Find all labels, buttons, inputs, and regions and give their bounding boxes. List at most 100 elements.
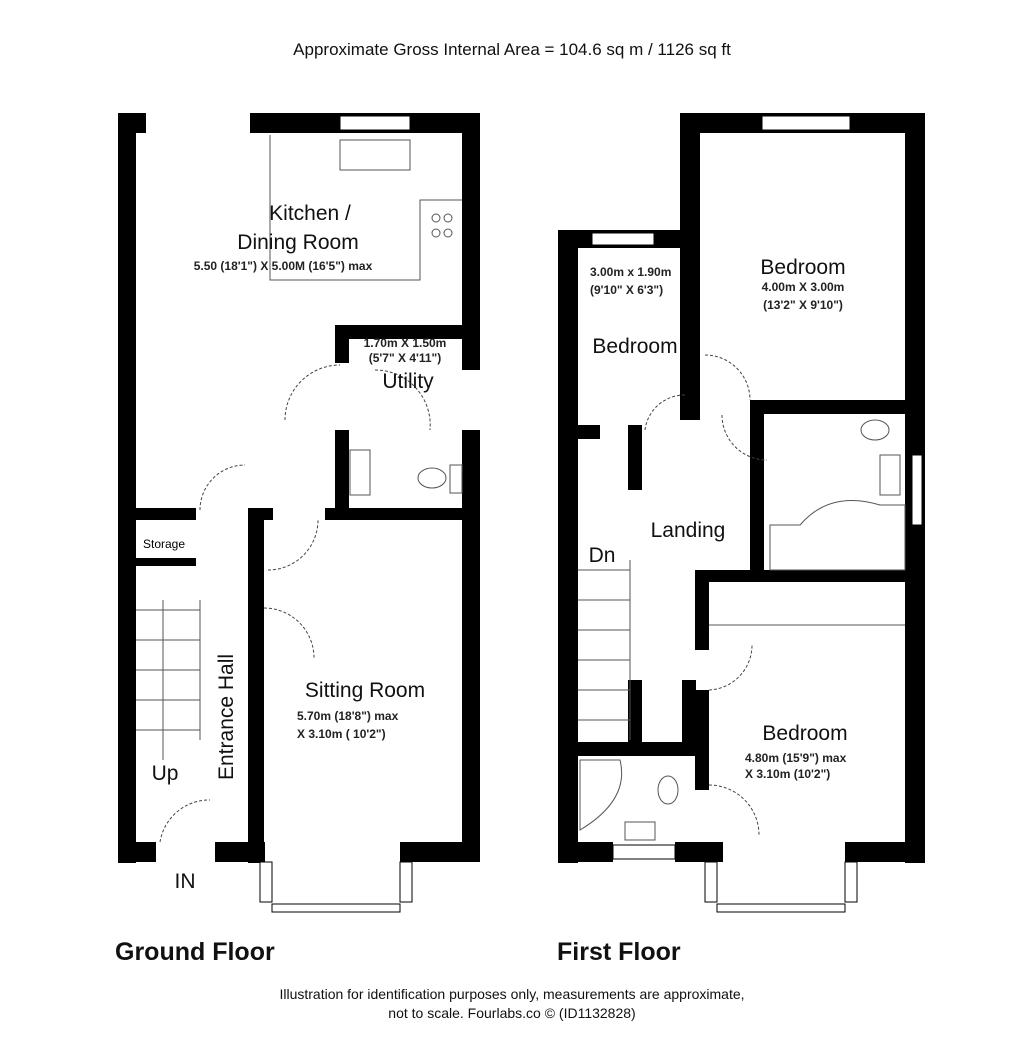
room-label-bedroom: Bedroom bbox=[762, 722, 847, 745]
wall bbox=[682, 680, 696, 745]
wall bbox=[248, 508, 264, 863]
disclaimer-line: not to scale. Fourlabs.co © (ID1132828) bbox=[388, 1005, 636, 1021]
room-label-kitchen: Dining Room bbox=[237, 231, 358, 254]
room-dims-bedroom: 4.80m (15'9") max bbox=[745, 751, 847, 765]
disclaimer-line: Illustration for identification purposes… bbox=[279, 986, 745, 1002]
door-swing bbox=[721, 414, 768, 461]
room-dims-bedroom: 4.00m X 3.00m bbox=[762, 280, 845, 294]
bay-window bbox=[844, 861, 858, 903]
wall bbox=[695, 570, 925, 582]
wall bbox=[118, 113, 136, 863]
door-swing bbox=[263, 607, 315, 659]
wall bbox=[680, 113, 700, 420]
wall bbox=[118, 113, 146, 133]
ground-floor-label: Ground Floor bbox=[115, 938, 275, 966]
wall bbox=[628, 425, 642, 490]
shower-icon bbox=[579, 759, 623, 831]
wall bbox=[695, 570, 709, 650]
wall bbox=[462, 113, 480, 370]
basin-icon bbox=[624, 821, 656, 841]
staircase bbox=[136, 600, 201, 760]
room-dims-sitting-room: X 3.10m ( 10'2") bbox=[297, 727, 386, 741]
toilet-icon bbox=[657, 775, 679, 805]
bay-window bbox=[399, 861, 413, 903]
disclaimer: Illustration for identification purposes… bbox=[0, 985, 1024, 1023]
wall bbox=[628, 680, 642, 745]
wall bbox=[118, 508, 196, 520]
stairs-up-label: Up bbox=[152, 762, 179, 785]
wall bbox=[462, 430, 480, 842]
room-label-kitchen: Kitchen / bbox=[269, 202, 351, 225]
wall bbox=[845, 842, 925, 862]
door-swing bbox=[374, 369, 431, 431]
room-label-bedroom: Bedroom bbox=[760, 256, 845, 279]
door-swing bbox=[708, 784, 760, 836]
room-dims-utility: 1.70m X 1.50m bbox=[364, 336, 447, 350]
room-dims-bedroom: (9'10" X 6'3") bbox=[590, 283, 663, 297]
wall bbox=[325, 508, 480, 520]
door-swing bbox=[704, 354, 751, 401]
room-dims-bedroom: (13'2" X 9'10") bbox=[763, 298, 843, 312]
window bbox=[911, 454, 923, 526]
stairs-down-label: Dn bbox=[589, 544, 616, 567]
room-dims-bedroom: X 3.10m (10'2") bbox=[745, 767, 830, 781]
plan-line bbox=[431, 228, 441, 238]
wall bbox=[335, 430, 349, 510]
wall bbox=[695, 690, 709, 790]
toilet-icon bbox=[860, 419, 890, 441]
wall bbox=[558, 842, 613, 862]
room-dims-sitting-room: 5.70m (18'8") max bbox=[297, 709, 399, 723]
ground-floor-plan: Kitchen / Dining Room 5.50 (18'1") X 5.0… bbox=[118, 113, 480, 913]
plan-line bbox=[443, 213, 453, 223]
bath-icon bbox=[769, 500, 906, 571]
wall bbox=[558, 230, 578, 863]
wall bbox=[675, 842, 723, 862]
first-floor-plan: 3.00m x 1.90m (9'10" X 6'3") Bedroom Bed… bbox=[558, 113, 925, 913]
hob-icon bbox=[431, 213, 441, 223]
wall bbox=[215, 842, 265, 862]
door-swing bbox=[708, 644, 753, 691]
front-door-swing bbox=[159, 799, 211, 843]
entrance-label: IN bbox=[175, 870, 196, 893]
basin-icon bbox=[879, 454, 901, 496]
window bbox=[612, 844, 676, 860]
basin-icon bbox=[349, 449, 371, 496]
toilet-icon bbox=[417, 467, 447, 489]
plan-line bbox=[449, 464, 463, 494]
door-swing bbox=[267, 519, 319, 571]
wall bbox=[558, 742, 709, 756]
room-label-sitting-room: Sitting Room bbox=[305, 679, 425, 702]
wall bbox=[335, 325, 480, 339]
wall bbox=[750, 400, 764, 570]
sink-icon bbox=[339, 139, 411, 171]
first-floor-label: First Floor bbox=[557, 938, 681, 966]
door-swing bbox=[199, 464, 246, 511]
room-label-entrance-hall: Entrance Hall bbox=[215, 654, 238, 780]
room-dims-utility: (5'7" X 4'11") bbox=[369, 351, 441, 365]
gross-area-title: Approximate Gross Internal Area = 104.6 … bbox=[293, 40, 731, 59]
wall bbox=[752, 400, 925, 414]
room-dims-kitchen: 5.50 (18'1") X 5.00M (16'5") max bbox=[194, 259, 373, 273]
room-label-landing: Landing bbox=[651, 519, 726, 542]
window bbox=[761, 115, 851, 131]
room-dims-bedroom: 3.00m x 1.90m bbox=[590, 265, 671, 279]
wall bbox=[118, 842, 156, 862]
wall bbox=[335, 325, 349, 363]
door-swing bbox=[284, 364, 341, 421]
room-label-utility: Utility bbox=[382, 370, 434, 393]
wall bbox=[118, 558, 196, 566]
bay-window bbox=[716, 903, 846, 913]
staircase bbox=[578, 560, 631, 740]
window bbox=[339, 115, 411, 131]
bay-window bbox=[704, 861, 718, 903]
room-label-storage: Storage bbox=[143, 537, 185, 551]
door-swing bbox=[644, 394, 686, 431]
bay-window bbox=[259, 861, 273, 903]
bay-window bbox=[271, 903, 401, 913]
wall bbox=[400, 842, 480, 862]
window bbox=[591, 232, 655, 246]
room-label-bedroom: Bedroom bbox=[592, 335, 677, 358]
kitchen-worktop bbox=[269, 135, 462, 281]
plan-line bbox=[443, 228, 453, 238]
